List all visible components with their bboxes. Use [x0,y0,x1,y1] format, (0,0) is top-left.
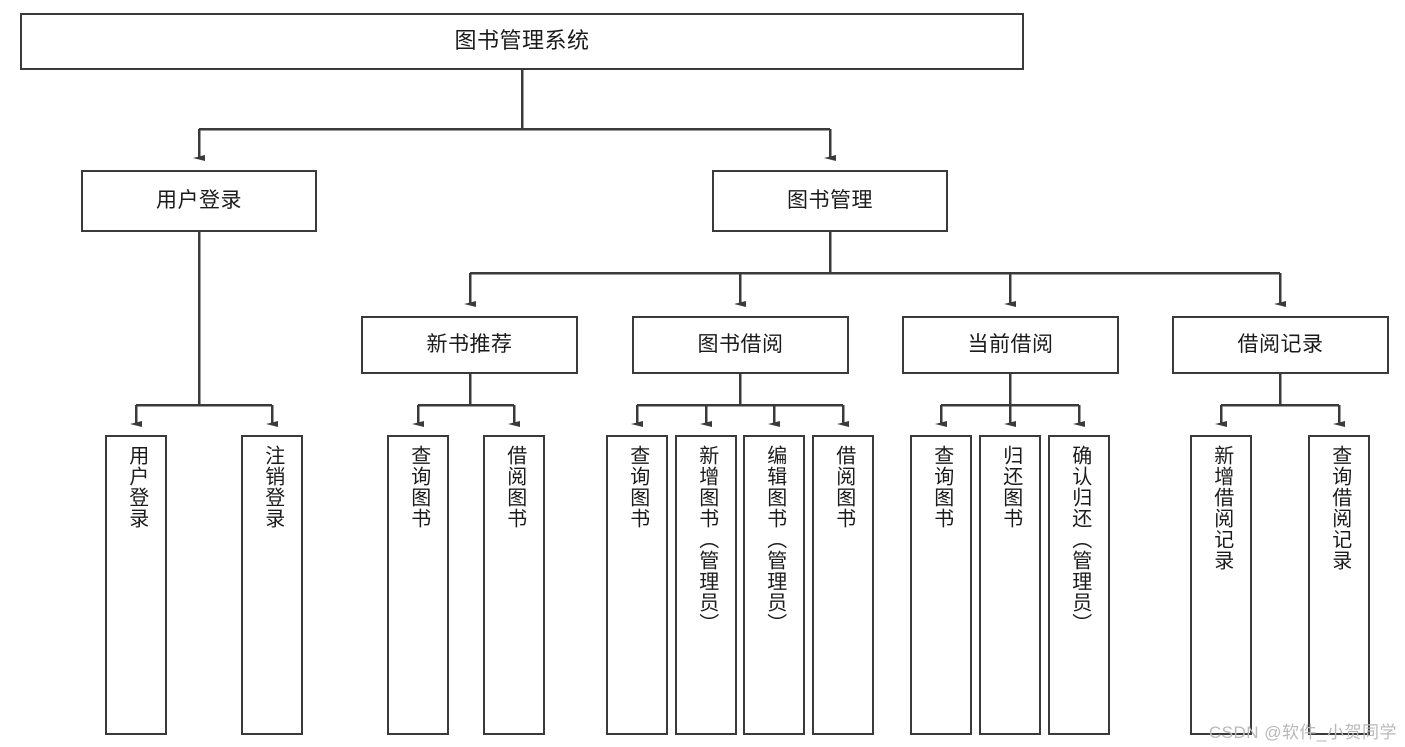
leaf-current-borrow-query-book[interactable]: 查询图书 [910,435,972,735]
node-label: 归还图书 [999,445,1022,529]
node-label: 借阅图书 [832,445,855,529]
leaf-new-book-borrow-book[interactable]: 借阅图书 [483,435,545,735]
node-label: 确认归还（管理员） [1068,445,1091,634]
node-label: 查询借阅记录 [1328,445,1351,571]
leaf-borrow-record-add-record[interactable]: 新增借阅记录 [1190,435,1252,735]
node-label: 借阅图书 [503,445,526,529]
node-label: 新增图书（管理员） [695,445,718,634]
node-root-book-management-system[interactable]: 图书管理系统 [20,13,1024,70]
node-label: 新书推荐 [426,333,513,357]
node-current-borrow[interactable]: 当前借阅 [902,316,1119,374]
leaf-user-login-login[interactable]: 用户登录 [105,435,167,735]
node-label: 当前借阅 [967,333,1054,357]
leaf-book-borrow-add-book-admin[interactable]: 新增图书（管理员） [675,435,737,735]
leaf-current-borrow-confirm-return-admin[interactable]: 确认归还（管理员） [1048,435,1110,735]
node-user-login[interactable]: 用户登录 [81,170,317,232]
node-label: 新增借阅记录 [1210,445,1233,571]
leaf-user-login-logout[interactable]: 注销登录 [241,435,303,735]
node-label: 借阅记录 [1237,333,1324,357]
leaf-current-borrow-return-book[interactable]: 归还图书 [979,435,1041,735]
node-label: 图书管理系统 [454,28,590,54]
leaf-book-borrow-query-book[interactable]: 查询图书 [606,435,668,735]
node-label: 图书借阅 [697,333,784,357]
node-label: 用户登录 [125,445,148,529]
node-label: 查询图书 [626,445,649,529]
node-book-borrow[interactable]: 图书借阅 [632,316,849,374]
leaf-borrow-record-query-record[interactable]: 查询借阅记录 [1308,435,1370,735]
leaf-book-borrow-borrow-book[interactable]: 借阅图书 [812,435,874,735]
leaf-book-borrow-edit-book-admin[interactable]: 编辑图书（管理员） [743,435,805,735]
node-new-book-recommendation[interactable]: 新书推荐 [361,316,578,374]
leaf-new-book-query-book[interactable]: 查询图书 [387,435,449,735]
node-label: 查询图书 [407,445,430,529]
node-label: 注销登录 [261,445,284,529]
node-label: 编辑图书（管理员） [763,445,786,634]
node-label: 用户登录 [156,189,242,213]
node-label: 图书管理 [787,189,873,213]
node-book-management[interactable]: 图书管理 [712,170,948,232]
node-borrow-record[interactable]: 借阅记录 [1172,316,1389,374]
node-label: 查询图书 [930,445,953,529]
